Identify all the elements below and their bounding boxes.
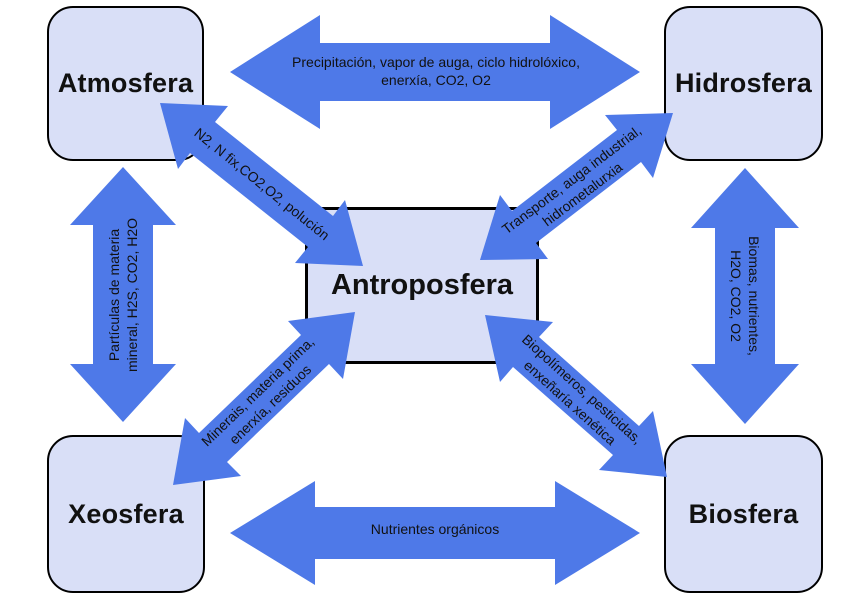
atmosfera-label: Atmosfera bbox=[57, 68, 194, 98]
arrow-label-hidrosfera-antroposfera: Transporte, auga industrial, hidrometalu… bbox=[498, 122, 645, 238]
atmosfera-box: Atmosfera bbox=[47, 6, 204, 161]
arrow-label-xeosfera-antroposfera: Minerais, materia prima, enerxía, residu… bbox=[198, 333, 318, 450]
arrow-label-hidrosfera-biosfera: Biomas, nutrientes, H2O, CO2, O2 bbox=[728, 236, 763, 356]
hidrosfera-label: Hidrosfera bbox=[674, 68, 813, 98]
xeosfera-label: Xeosfera bbox=[68, 498, 184, 529]
antroposfera-label: Antroposfera bbox=[330, 269, 514, 301]
hidrosfera-box: Hidrosfera bbox=[664, 6, 823, 161]
arrow-label-atmosfera-antroposfera: N2, N fix,CO2,O2, polución bbox=[191, 124, 333, 244]
biosfera-box: Biosfera bbox=[664, 435, 823, 593]
arrow-label-atmosfera-xeosfera: Partículas de materia mineral, H2S, CO2,… bbox=[105, 217, 140, 373]
arrow-label-biosfera-antroposfera: Biopolímeros, pesticidas, enxeñaría xené… bbox=[518, 331, 646, 449]
arrow-label-xeosfera-biosfera: Nutrientes orgánicos bbox=[370, 520, 500, 537]
arrow-label-atmosfera-hidrosfera: Precipitación, vapor de auga, ciclo hidr… bbox=[292, 53, 580, 88]
biosfera-label: Biosfera bbox=[688, 498, 799, 529]
